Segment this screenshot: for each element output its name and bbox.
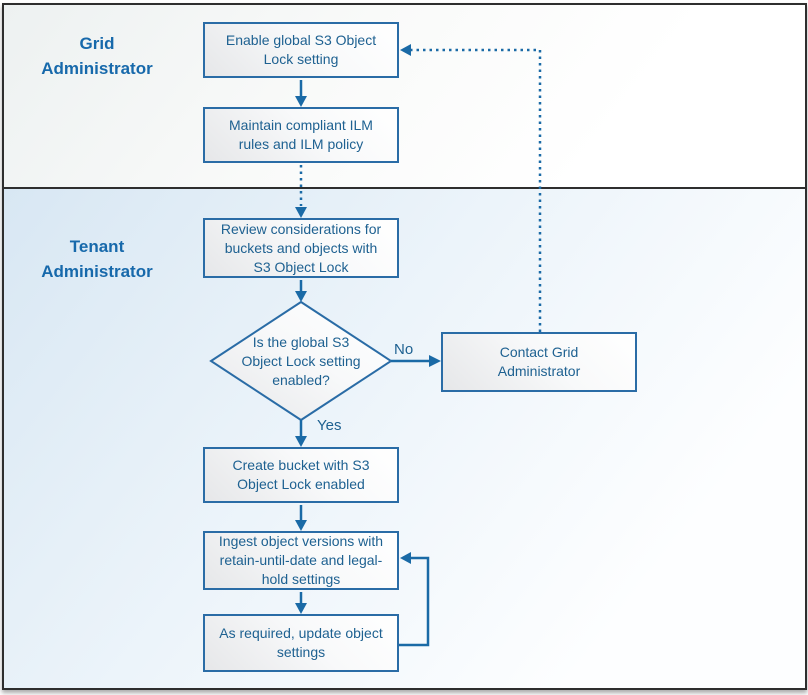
- node-contact-grid-administrator: Contact Grid Administrator: [441, 332, 637, 392]
- node-decision-global-lock-enabled: Is the global S3 Object Lock setting ena…: [241, 333, 361, 388]
- diagram-frame: [2, 3, 807, 690]
- node-enable-global-s3-object-lock: Enable global S3 Object Lock setting: [203, 22, 399, 78]
- arrow-decision-yes: [295, 420, 307, 447]
- node-ingest-object-versions: Ingest object versions with retain-until…: [203, 531, 399, 590]
- lane-grid-administrator: [4, 5, 805, 187]
- arrow-ilm-to-review: [295, 165, 307, 218]
- arrow-decision-no: [391, 355, 441, 367]
- lane-label-grid-administrator: Grid Administrator: [41, 34, 153, 78]
- arrow-ingest-to-update: [295, 592, 307, 614]
- arrow-enable-to-ilm: [295, 80, 307, 107]
- arrow-create-to-ingest: [295, 505, 307, 531]
- arrow-update-loop-to-ingest: [399, 552, 430, 647]
- lane-separator: [4, 187, 805, 189]
- lane-tenant-administrator: [4, 189, 805, 688]
- arrow-review-to-decision: [295, 280, 307, 302]
- node-create-bucket: Create bucket with S3 Object Lock enable…: [203, 447, 399, 503]
- edge-label-no: No: [394, 341, 414, 358]
- lane-label-tenant-administrator: Tenant Administrator: [41, 237, 153, 281]
- arrow-contact-to-enable: [400, 44, 542, 332]
- node-update-object-settings: As required, update object settings: [203, 614, 399, 672]
- node-review-considerations: Review considerations for buckets and ob…: [203, 218, 399, 278]
- edge-label-yes: Yes: [317, 417, 342, 434]
- node-maintain-compliant-ilm: Maintain compliant ILM rules and ILM pol…: [203, 107, 399, 163]
